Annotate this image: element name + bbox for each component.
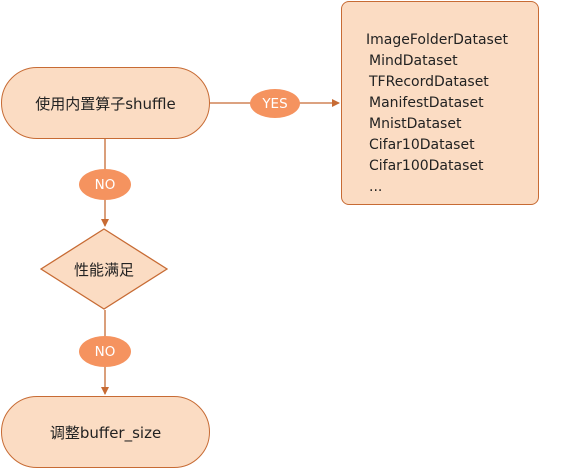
node-performance-check-label: 性能满足	[73, 260, 134, 279]
dataset-list-item: MnistDataset	[369, 116, 462, 132]
node-performance-check: 性能满足	[40, 228, 168, 310]
dataset-list-item: ImageFolderDataset	[366, 32, 508, 48]
yes-badge: YES	[250, 89, 300, 118]
dataset-list-box: ImageFolderDataset MindDataset TFRecordD…	[341, 1, 539, 205]
dataset-list-item: ManifestDataset	[369, 95, 484, 111]
no-badge-upper-label: NO	[94, 176, 116, 193]
dataset-list-item: Cifar100Dataset	[369, 158, 484, 174]
node-builtin-shuffle-label: 使用内置算子shuffle	[35, 94, 176, 113]
node-adjust-buffer-size: 调整buffer_size	[1, 396, 210, 468]
node-builtin-shuffle: 使用内置算子shuffle	[1, 67, 210, 139]
dataset-list-item: ...	[369, 179, 383, 195]
no-badge-lower-label: NO	[94, 343, 116, 360]
dataset-list-item: MindDataset	[369, 53, 458, 69]
decision-diamond-shape	[40, 228, 168, 310]
node-adjust-buffer-size-label: 调整buffer_size	[49, 423, 162, 442]
no-badge-lower: NO	[79, 336, 131, 367]
dataset-list-item: TFRecordDataset	[369, 74, 489, 90]
yes-badge-label: YES	[262, 95, 288, 112]
no-badge-upper: NO	[79, 169, 131, 200]
dataset-list-item: Cifar10Dataset	[369, 137, 475, 153]
